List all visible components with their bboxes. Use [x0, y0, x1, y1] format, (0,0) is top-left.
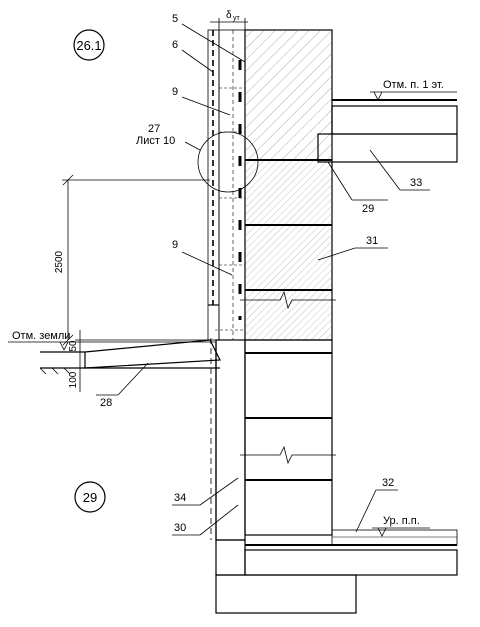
- level-mark-ground: Отм. земли: [8, 330, 215, 351]
- dimension-delta: δ ут: [210, 10, 248, 30]
- level-mark-floor-level: Ур. п.п.: [372, 515, 430, 537]
- callouts: 5 6 9 27 Лист 10 9 29 31 33 28 34 30 32: [96, 13, 430, 536]
- svg-text:32: 32: [382, 477, 394, 489]
- ground-floor: [331, 529, 458, 546]
- dimension-50-100: 50 100: [68, 330, 210, 392]
- svg-text:100: 100: [68, 371, 79, 388]
- block-wall: [240, 29, 336, 536]
- ground-line: [39, 367, 71, 375]
- svg-text:9: 9: [172, 86, 178, 98]
- insulation-layer: [207, 29, 246, 341]
- svg-text:δ: δ: [226, 10, 232, 21]
- level-mark-floor-1: Отм. п. 1 эт.: [370, 79, 457, 101]
- foundation: [215, 539, 458, 614]
- floor-slab: [317, 99, 458, 163]
- dimension-2500: 2500: [54, 174, 210, 346]
- svg-text:Ур. п.п.: Ур. п.п.: [383, 515, 420, 527]
- svg-text:33: 33: [410, 177, 422, 189]
- svg-text:31: 31: [366, 235, 378, 247]
- svg-text:34: 34: [174, 492, 186, 504]
- svg-text:5: 5: [172, 13, 178, 25]
- section-mark-29: 29: [74, 481, 106, 513]
- svg-text:2500: 2500: [54, 250, 65, 273]
- svg-text:9: 9: [172, 239, 178, 251]
- svg-text:29: 29: [362, 203, 374, 215]
- svg-text:30: 30: [174, 522, 186, 534]
- svg-text:50: 50: [68, 340, 79, 352]
- svg-text:Лист 10: Лист 10: [136, 135, 175, 147]
- svg-text:Отм. земли: Отм. земли: [12, 330, 70, 342]
- svg-text:6: 6: [172, 39, 178, 51]
- svg-text:29: 29: [83, 490, 97, 505]
- svg-text:27: 27: [148, 123, 160, 135]
- svg-text:26.1: 26.1: [76, 38, 101, 53]
- svg-text:28: 28: [100, 397, 112, 409]
- svg-text:ут: ут: [233, 15, 241, 22]
- detail-circle: [197, 131, 259, 193]
- section-mark-26-1: 26.1: [73, 29, 105, 61]
- svg-text:Отм. п. 1 эт.: Отм. п. 1 эт.: [383, 79, 444, 91]
